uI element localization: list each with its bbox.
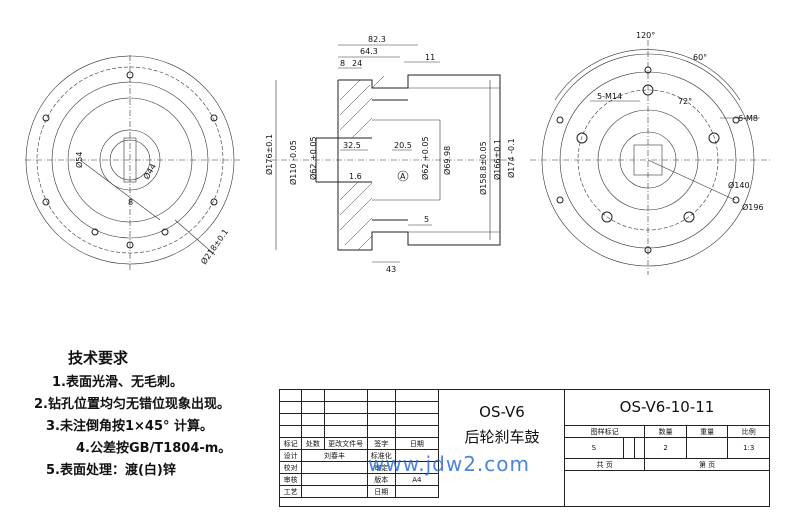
sheet-number: 第 页 <box>644 458 770 471</box>
info-value-mark: S <box>564 437 624 459</box>
info-header-weight: 重量 <box>685 425 729 438</box>
row-design-label: 设计 <box>278 449 303 462</box>
drawing-number: OS-V6-10-11 <box>619 398 715 416</box>
row-review-label: 审核 <box>278 473 303 486</box>
watermark: www.jdw2.com <box>368 452 530 476</box>
header-change-doc: 更改文件号 <box>323 437 368 450</box>
note-item: 3.未注倒角按1×45° 计算。 <box>46 419 214 434</box>
label-5-m14: 5-M14 <box>597 92 622 101</box>
part-code: OS-V6 <box>479 403 525 421</box>
dim-43: 43 <box>386 265 396 274</box>
dim-d166: Ø166±0.1 <box>492 139 502 180</box>
note-item: 4.公差按GB/T1804-m。 <box>76 441 232 456</box>
label-d140: Ø140 <box>728 180 750 190</box>
label-120deg: 120° <box>636 31 655 40</box>
dim-d174: Ø174 -0.1 <box>506 138 516 178</box>
label-72deg: 72° <box>678 97 692 106</box>
note-item: 5.表面处理：渡(白)锌 <box>46 463 176 478</box>
header-mark: 标记 <box>278 437 303 450</box>
info-header-mark: 图样标记 <box>563 425 646 438</box>
dim-82-3: 82.3 <box>368 35 386 44</box>
dim-8: 8 <box>340 59 345 68</box>
section-hatching <box>339 75 385 251</box>
notes-title: 技术要求 <box>68 349 129 367</box>
dim-5: 5 <box>424 215 429 224</box>
label-6-m8: 6-M8 <box>738 114 758 123</box>
info-table: 图样标记 数量 重量 比例 S 2 1:3 共 页 第 页 <box>563 425 770 471</box>
left-end-view: Ø54 Ø44 8 Ø218±0.1 <box>25 55 240 270</box>
label-d44: Ø44 <box>141 162 158 181</box>
threaded-holes <box>556 66 740 254</box>
row-process-label: 工艺 <box>278 485 303 498</box>
signoff-table: 标记 处数 更改文件号 签字 日期 设计 刘春丰 标准化 校对 审定 审核 版本… <box>278 389 440 498</box>
dim-d110: Ø110 -0.05 <box>288 140 298 185</box>
row-date-label: 日期 <box>366 485 396 498</box>
outer-flange-circle <box>25 55 235 265</box>
dim-11: 11 <box>425 53 435 62</box>
label-d218: Ø218±0.1 <box>198 227 230 266</box>
note-item: 1.表面光滑、无毛刺。 <box>52 375 183 390</box>
info-value-qty: 2 <box>644 437 687 459</box>
dim-64-3: 64.3 <box>360 47 378 56</box>
dim-32-5: 32.5 <box>343 141 361 150</box>
label-d8: 8 <box>128 198 133 207</box>
row-check-label: 校对 <box>278 461 303 474</box>
section-view: 82.3 64.3 8 24 11 Ø176±0.1 Ø110 -0.05 Ø6… <box>264 35 516 274</box>
part-name: 后轮刹车鼓 <box>464 428 540 446</box>
dim-d62-right: Ø62 +0.05 <box>420 136 430 180</box>
technical-requirements: 技术要求 1.表面光滑、无毛刺。 2.钻孔位置均匀无错位现象出现。 3.未注倒角… <box>32 347 272 482</box>
roughness-1-6: 1.6 <box>349 172 362 181</box>
datum-mark-a: A <box>400 172 406 181</box>
info-header-qty: 数量 <box>644 425 687 438</box>
label-d196: Ø196 <box>742 202 764 212</box>
dim-20-5: 20.5 <box>394 141 412 150</box>
row-design-name: 刘春丰 <box>301 449 368 462</box>
dim-d62-left: Ø62 +0.05 <box>308 136 318 180</box>
info-value-scale: 1:3 <box>727 437 770 459</box>
dim-d69-98: Ø69.98 <box>442 146 452 175</box>
label-60deg: 60° <box>693 53 707 62</box>
dim-24: 24 <box>352 59 362 68</box>
header-count: 处数 <box>301 437 325 450</box>
header-date: 日期 <box>394 437 440 450</box>
header-signature: 签字 <box>366 437 396 450</box>
sheets-total: 共 页 <box>563 458 646 471</box>
info-value-weight <box>685 437 729 459</box>
label-d54: Ø54 <box>74 152 84 168</box>
bolt-holes-left <box>42 71 218 249</box>
dim-d158-8: Ø158.8±0.05 <box>478 141 488 195</box>
note-item: 2.钻孔位置均匀无错位现象出现。 <box>34 397 230 412</box>
right-end-view: 120° 60° 72° 5-M14 6-M8 Ø140 Ø196 <box>530 31 770 275</box>
dim-d176: Ø176±0.1 <box>264 134 274 175</box>
info-header-scale: 比例 <box>727 425 770 438</box>
